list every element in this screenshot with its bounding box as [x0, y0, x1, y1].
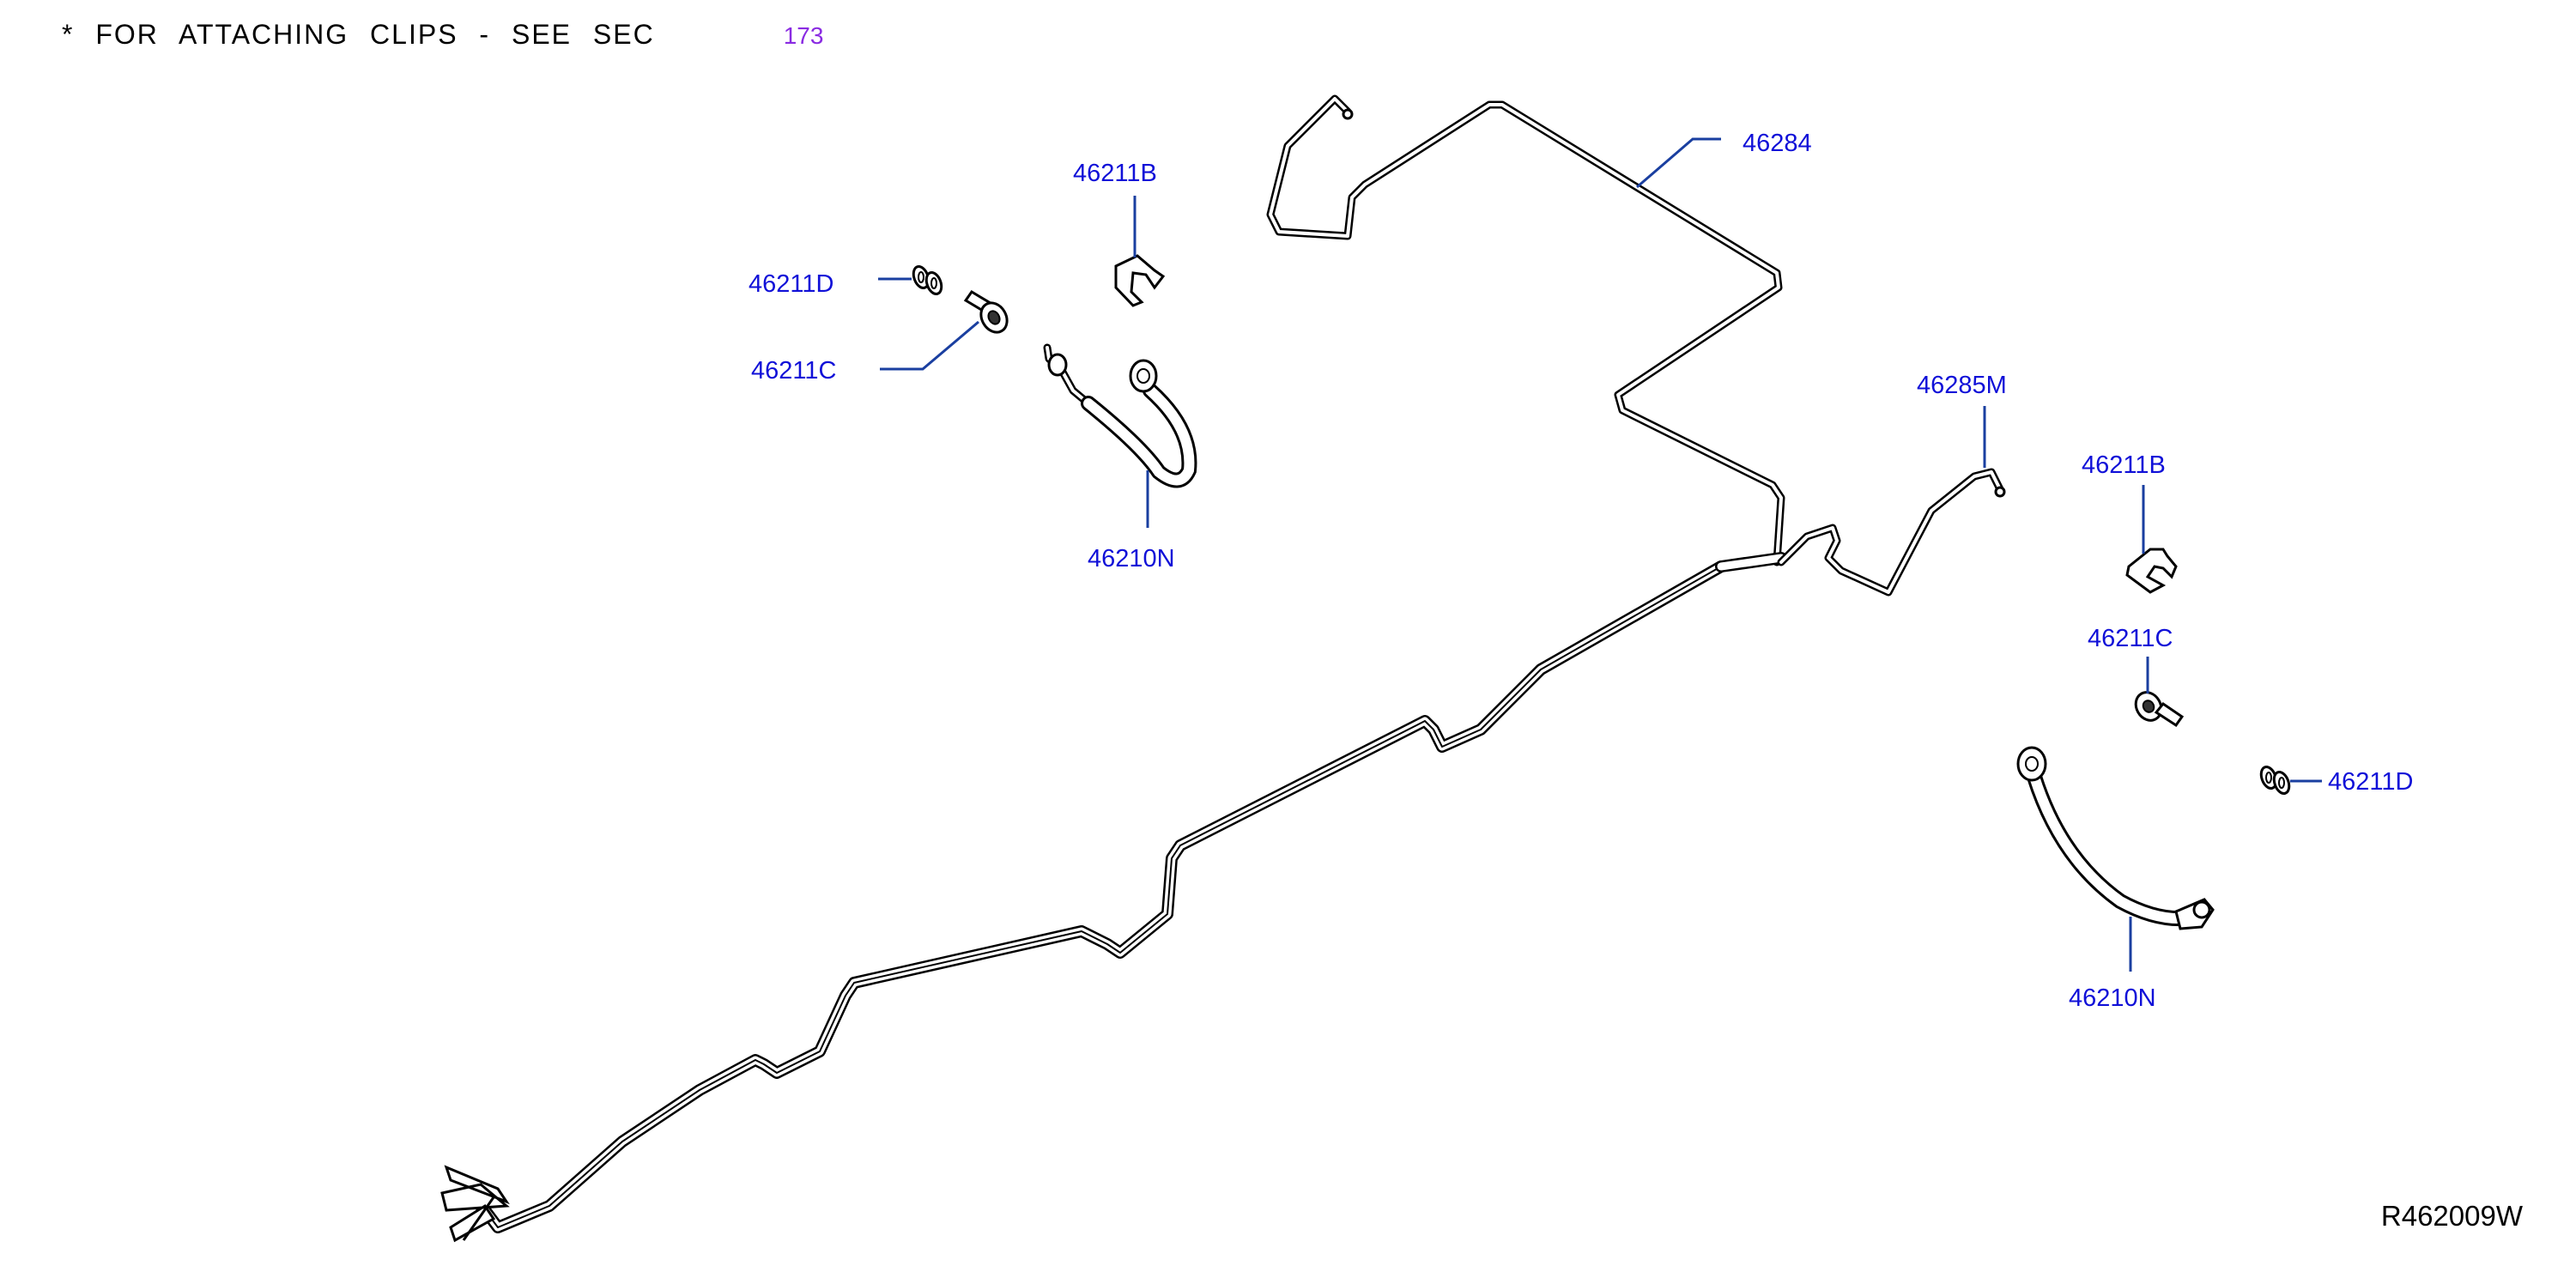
lock-plate-right [2125, 548, 2178, 594]
brake-tube-46285M [1777, 468, 2006, 597]
part-labels: 46284 46211B 46211D 46211C 46210N 46285M… [749, 130, 2413, 1012]
copper-washer-right [2259, 765, 2291, 796]
part-label-46284[interactable]: 46284 [1743, 130, 1812, 157]
part-label-46210n-left[interactable]: 46210N [1088, 545, 1175, 572]
clip-note-text: * FOR ATTACHING CLIPS - SEE SEC [62, 19, 655, 50]
part-label-46211c-right[interactable]: 46211C [2088, 625, 2173, 652]
copper-washer-left [912, 264, 943, 296]
section-link[interactable]: 173 [783, 22, 824, 49]
part-label-46211b-right[interactable]: 46211B [2082, 451, 2166, 479]
brake-hose-right [2016, 746, 2215, 930]
connector-bolt-left [963, 289, 1009, 334]
lock-plate-left [1114, 254, 1166, 307]
part-label-46211b-left[interactable]: 46211B [1073, 160, 1157, 187]
brake-tube-46284 [1266, 94, 1785, 566]
tube-clip-end [440, 1165, 510, 1243]
part-label-46211d-right[interactable]: 46211D [2328, 768, 2413, 796]
connector-bolt-right [2134, 691, 2185, 728]
brake-tube-long-run [462, 552, 1787, 1233]
part-label-46211c-left[interactable]: 46211C [751, 357, 836, 385]
brake-hose-left [1043, 343, 1197, 488]
clip-note: * FOR ATTACHING CLIPS - SEE SEC 173 [62, 19, 823, 51]
part-label-46211d-left[interactable]: 46211D [749, 270, 833, 298]
diagram-code: R462009W [2380, 1200, 2523, 1232]
part-label-46285m[interactable]: 46285M [1917, 372, 2007, 399]
part-label-46210n-right[interactable]: 46210N [2069, 984, 2156, 1012]
leader-lines [878, 137, 2322, 972]
